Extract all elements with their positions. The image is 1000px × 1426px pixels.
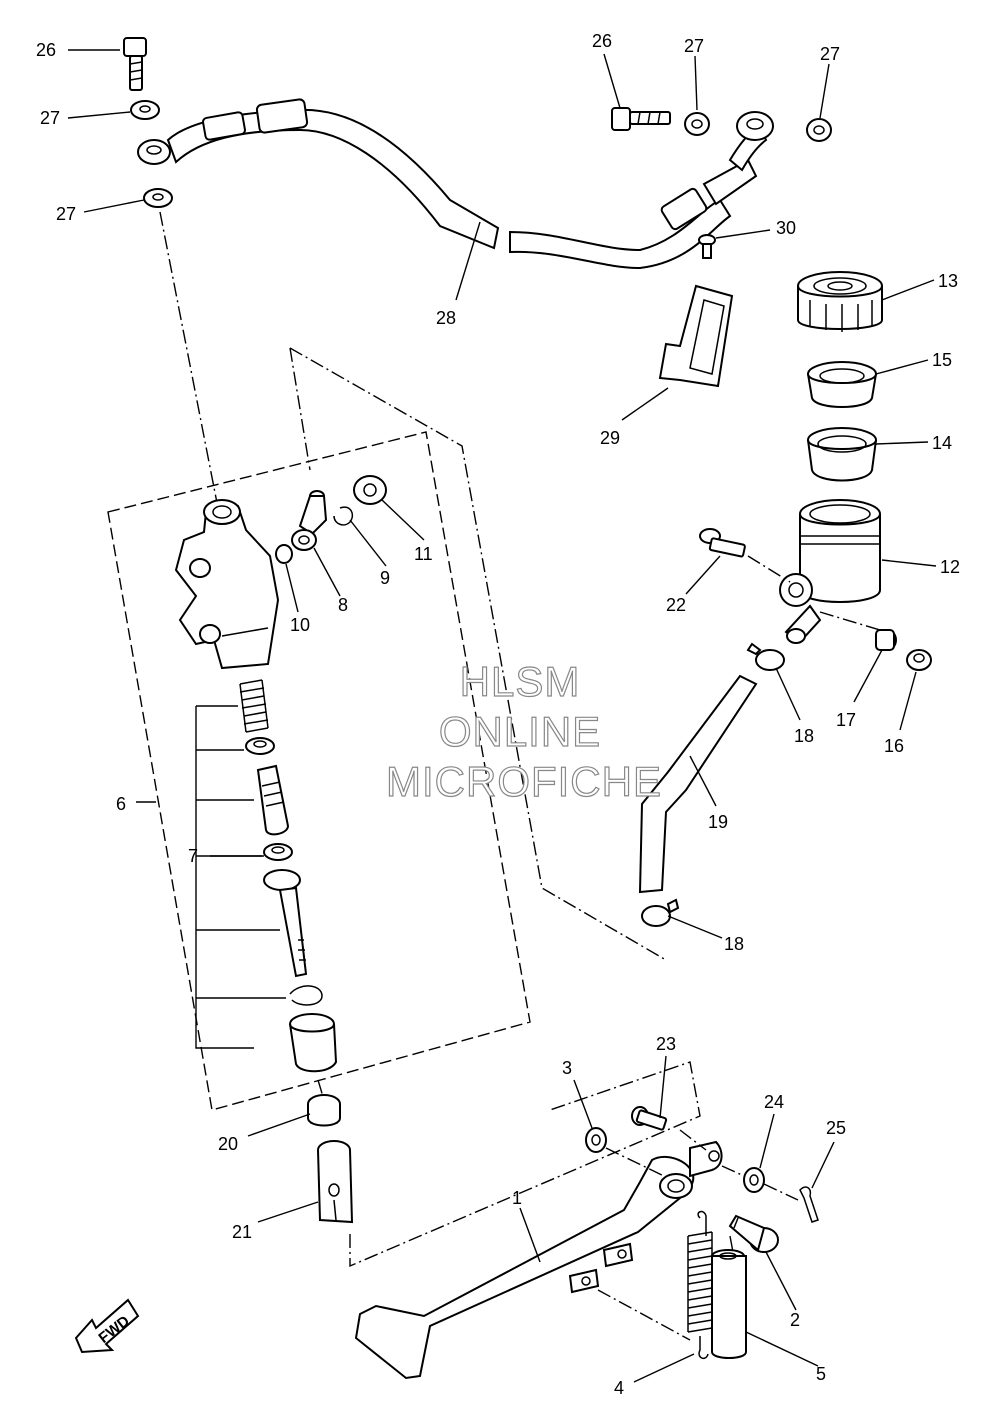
seal-8 (291, 529, 317, 551)
callout-22: 22 (666, 595, 686, 615)
callout-26-left: 26 (36, 40, 56, 60)
cup-secondary (263, 843, 293, 861)
spring (239, 679, 269, 733)
diaphragm-plate (807, 361, 877, 408)
callout-14: 14 (932, 433, 952, 453)
copper-washer-2 (143, 188, 173, 208)
reservoir-tank (779, 499, 881, 644)
reservoir-cap (797, 271, 883, 332)
hose-joint (875, 629, 897, 651)
watermark-line-2: ONLINE (439, 708, 601, 755)
callout-29: 29 (600, 428, 620, 448)
grommet (906, 649, 932, 671)
copper-washer-1 (130, 100, 160, 120)
callout-4: 4 (614, 1378, 624, 1398)
callout-12: 12 (940, 557, 960, 577)
callout-21: 21 (232, 1222, 252, 1242)
reservoir-bolt (699, 528, 746, 558)
callout-19: 19 (708, 812, 728, 832)
clip-lower (641, 898, 680, 927)
pedal-assembly-boundary (349, 1061, 701, 1268)
washer-3 (585, 1127, 607, 1153)
master-cylinder-assembly-boundary (107, 431, 531, 1111)
copper-washer-4 (806, 118, 832, 142)
callout-10: 10 (290, 615, 310, 635)
collar (711, 1249, 747, 1359)
callout-30: 30 (776, 218, 796, 238)
watermark-line-3: MICROFICHE (386, 758, 662, 805)
leader-lines (67, 49, 937, 1383)
cup-primary (245, 737, 275, 755)
clip-upper (746, 642, 785, 671)
cotter-pin (799, 1186, 819, 1223)
callout-9: 9 (380, 568, 390, 588)
callout-8: 8 (338, 595, 348, 615)
callout-16: 16 (884, 736, 904, 756)
master-cylinder (174, 499, 280, 670)
reservoir-hose (638, 674, 758, 894)
callout-1: 1 (512, 1188, 522, 1208)
watermark: HLSM ONLINE MICROFICHE (385, 657, 662, 805)
callout-15: 15 (932, 350, 952, 370)
watermark-line-1: HLSM (460, 658, 581, 705)
boot (289, 1013, 338, 1073)
pin-23 (631, 1106, 668, 1131)
callout-13: 13 (938, 271, 958, 291)
brake-hose (166, 98, 768, 270)
callout-27-mid: 27 (684, 36, 704, 56)
banjo-fitting-left (137, 139, 171, 165)
callout-18-lower: 18 (724, 934, 744, 954)
callout-25: 25 (826, 1118, 846, 1138)
circlip-large (289, 985, 323, 1006)
banjo-fitting-right (736, 111, 774, 141)
callout-6: 6 (116, 794, 126, 814)
pivot-bolt (728, 1214, 779, 1253)
callout-27-right: 27 (820, 44, 840, 64)
reservoir-assembly-boundary (289, 347, 667, 961)
return-spring (687, 1210, 713, 1360)
clevis (317, 1140, 354, 1224)
hose-joint-cylinder (298, 490, 328, 536)
hose-axis-line (159, 211, 219, 509)
callout-18-upper: 18 (794, 726, 814, 746)
callout-24: 24 (764, 1092, 784, 1112)
callout-2: 2 (790, 1310, 800, 1330)
callout-27-upper-left: 27 (40, 108, 60, 128)
callout-3: 3 (562, 1058, 572, 1078)
callout-28: 28 (436, 308, 456, 328)
callout-23: 23 (656, 1034, 676, 1054)
piston (256, 764, 290, 836)
diaphragm (807, 427, 877, 482)
o-ring (275, 544, 293, 564)
callout-20: 20 (218, 1134, 238, 1154)
fwd-arrow-icon: FWD (74, 1298, 140, 1354)
union-bolt-right (611, 107, 671, 131)
callout-labels: 26 27 27 26 27 27 28 30 29 13 15 14 12 2… (36, 31, 960, 1398)
brake-pedal (354, 1140, 723, 1380)
callout-17: 17 (836, 710, 856, 730)
callout-5: 5 (816, 1364, 826, 1384)
washer-24 (743, 1167, 765, 1193)
reservoir-boundary-link (289, 347, 311, 471)
callout-26-right: 26 (592, 31, 612, 51)
push-rod (263, 869, 308, 978)
screw (698, 234, 716, 259)
lock-nut (307, 1094, 341, 1127)
joint-boot (353, 475, 387, 505)
callout-7: 7 (188, 846, 198, 866)
union-bolt-left (123, 37, 147, 91)
circlip-small (333, 506, 354, 526)
copper-washer-3 (684, 112, 710, 136)
callout-11: 11 (414, 544, 433, 564)
callout-27-lower-left: 27 (56, 204, 76, 224)
